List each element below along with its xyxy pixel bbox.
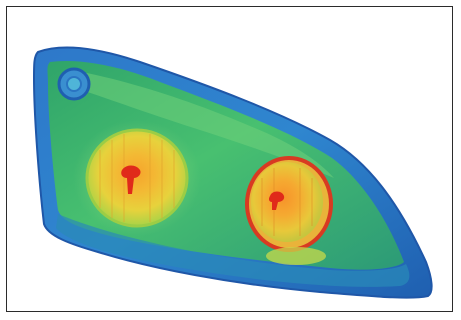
upper-highlight: [70, 70, 334, 178]
right-lens: [251, 162, 323, 242]
mount-ring-inner: [66, 76, 82, 92]
warm-zone: [266, 247, 326, 265]
left-hot-spot: [121, 165, 141, 194]
lower-edge: [56, 214, 410, 287]
left-lens: [85, 128, 189, 228]
right-hot-spot: [268, 191, 285, 210]
left-lens-ribs: [99, 134, 175, 222]
